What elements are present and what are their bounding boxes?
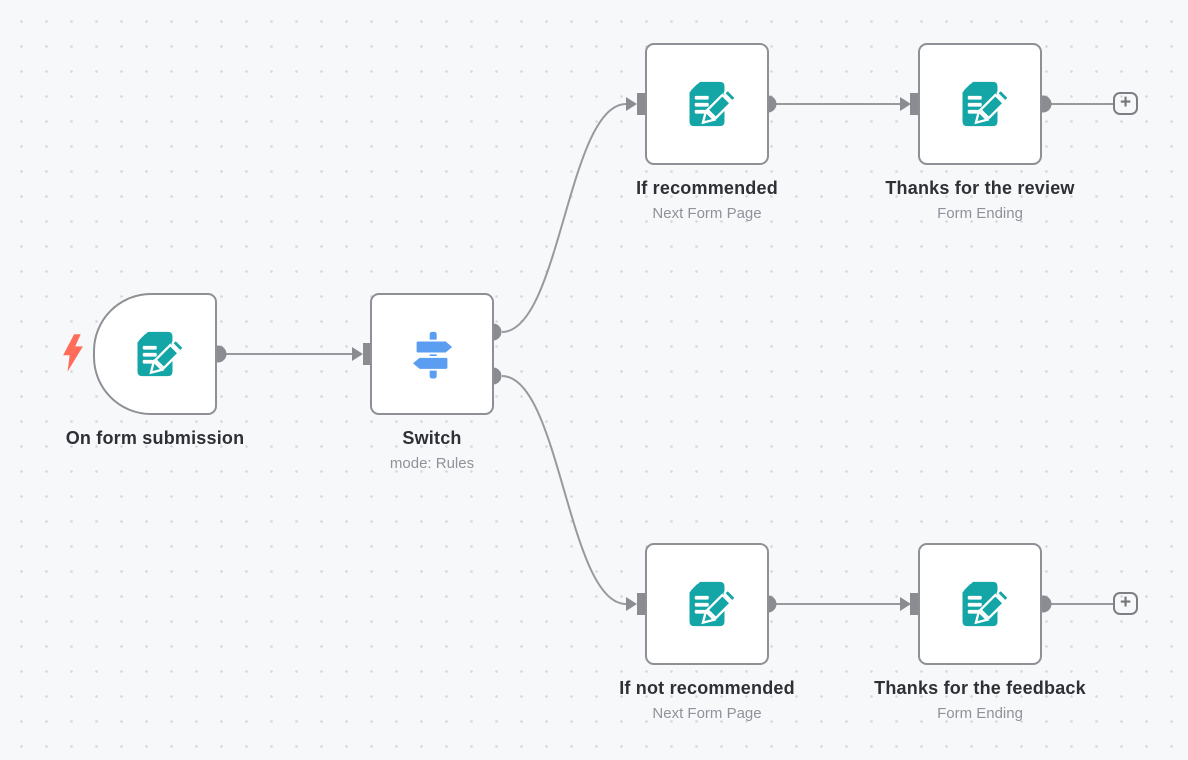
- connection-switch-to-if-not-recommended[interactable]: [501, 375, 627, 605]
- form-document-pencil-icon: [137, 331, 183, 377]
- node-title: Thanks for the review: [885, 178, 1075, 198]
- node-label-thanks-for-the-feedback: Thanks for the feedback Form Ending: [810, 678, 1150, 722]
- input-bar: [637, 593, 645, 615]
- node-label-thanks-for-the-review: Thanks for the review Form Ending: [810, 178, 1150, 222]
- form-document-pencil-icon: [962, 581, 1008, 627]
- input-bar: [910, 593, 918, 615]
- node-subtitle: Next Form Page: [652, 705, 762, 722]
- node-if-not-recommended[interactable]: [645, 543, 769, 665]
- input-arrow-icon: [626, 97, 637, 111]
- node-title: If recommended: [636, 178, 778, 198]
- node-label-switch: Switch mode: Rules: [262, 428, 602, 472]
- form-document-pencil-icon: [689, 81, 735, 127]
- node-subtitle: Form Ending: [937, 205, 1023, 222]
- node-switch[interactable]: [370, 293, 494, 415]
- input-arrow-icon: [352, 347, 363, 361]
- node-label-if-not-recommended: If not recommended Next Form Page: [537, 678, 877, 722]
- input-bar: [637, 93, 645, 115]
- node-title: On form submission: [65, 428, 245, 448]
- input-bar: [363, 343, 371, 365]
- node-title: Switch: [402, 428, 462, 448]
- node-subtitle: Next Form Page: [652, 205, 762, 222]
- add-node-button[interactable]: +: [1113, 92, 1138, 115]
- plus-icon: +: [1119, 92, 1132, 113]
- form-document-pencil-icon: [962, 81, 1008, 127]
- node-on-form-submission[interactable]: [93, 293, 217, 415]
- input-arrow-icon: [900, 97, 911, 111]
- add-node-button[interactable]: +: [1113, 592, 1138, 615]
- node-thanks-for-the-feedback[interactable]: [918, 543, 1042, 665]
- node-title: If not recommended: [619, 678, 795, 698]
- node-label-on-form-submission: On form submission: [0, 428, 325, 449]
- node-if-recommended[interactable]: [645, 43, 769, 165]
- input-arrow-icon: [900, 597, 911, 611]
- input-bar: [910, 93, 918, 115]
- node-subtitle: Form Ending: [937, 705, 1023, 722]
- node-title: Thanks for the feedback: [874, 678, 1086, 698]
- node-subtitle: mode: Rules: [389, 455, 475, 472]
- node-thanks-for-the-review[interactable]: [918, 43, 1042, 165]
- node-label-if-recommended: If recommended Next Form Page: [537, 178, 877, 222]
- signpost-icon: [410, 331, 456, 379]
- connection-switch-to-if-recommended[interactable]: [501, 103, 627, 333]
- lightning-bolt-icon: [63, 334, 83, 372]
- input-arrow-icon: [626, 597, 637, 611]
- plus-icon: +: [1119, 592, 1132, 613]
- form-document-pencil-icon: [689, 581, 735, 627]
